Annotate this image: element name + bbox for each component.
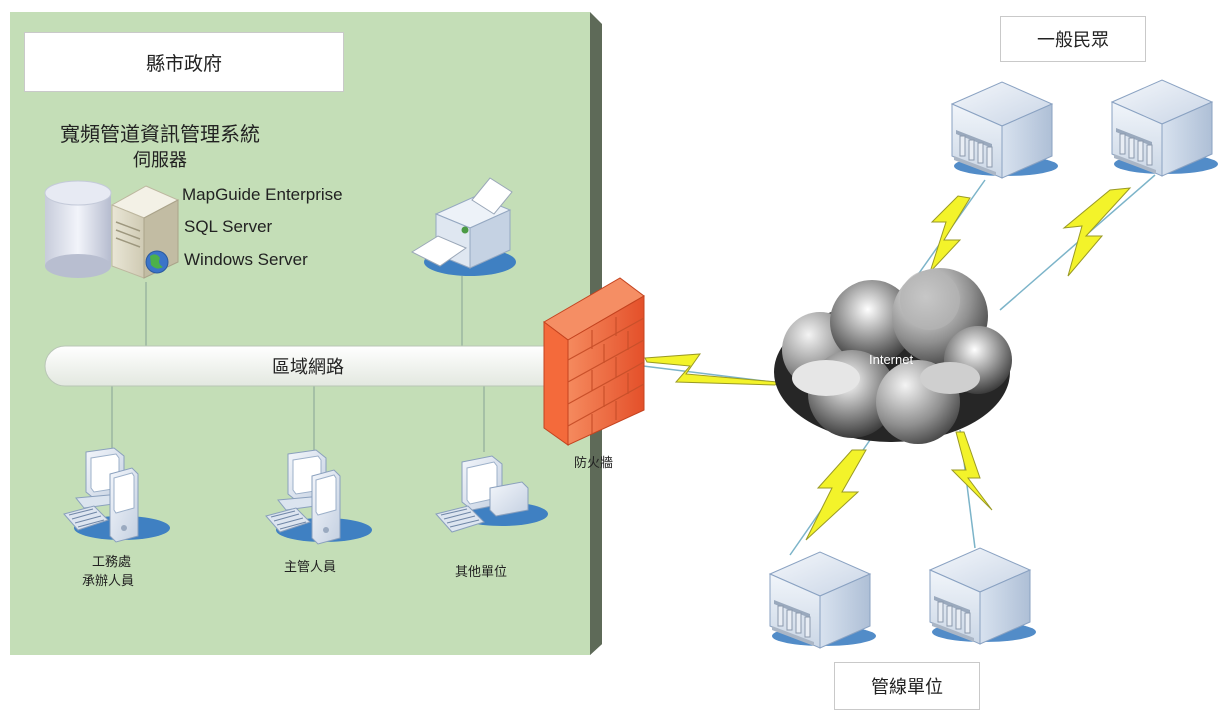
software-mapguide: MapGuide Enterprise	[182, 185, 343, 204]
government-title: 縣市政府	[24, 32, 344, 92]
lan-label: 區域網路	[272, 357, 344, 378]
system-title: 寬頻管道資訊管理系統	[60, 122, 260, 146]
internet-label: Internet	[869, 352, 914, 367]
lightning-bolts	[644, 187, 1132, 541]
workstation-label-public-works: 工務處	[92, 555, 132, 570]
software-windows-server: Windows Server	[184, 250, 308, 269]
firewall-label: 防火牆	[574, 456, 614, 471]
workstation-label-other-units: 其他單位	[455, 565, 508, 580]
brick-wall-icon	[543, 277, 645, 446]
building-icon	[929, 547, 1037, 645]
database-icon	[44, 180, 112, 278]
pipeline-units-label: 管線單位	[834, 662, 980, 710]
zone-fill	[10, 12, 590, 655]
server-subtitle: 伺服器	[133, 150, 187, 171]
globe-icon	[145, 250, 169, 274]
building-icon	[1111, 79, 1219, 177]
cloud-icon	[774, 268, 1012, 444]
building-icon	[769, 551, 877, 649]
lan-connectors	[111, 276, 485, 452]
building-icon	[951, 81, 1059, 179]
workstation-label-supervisor: 主管人員	[284, 560, 337, 575]
government-zone	[10, 12, 602, 655]
public-users-label: 一般民眾	[1000, 16, 1146, 62]
printer-icon	[410, 177, 516, 276]
software-sql-server: SQL Server	[184, 217, 273, 236]
workstation-label-public-works-staff: 承辦人員	[82, 574, 135, 589]
